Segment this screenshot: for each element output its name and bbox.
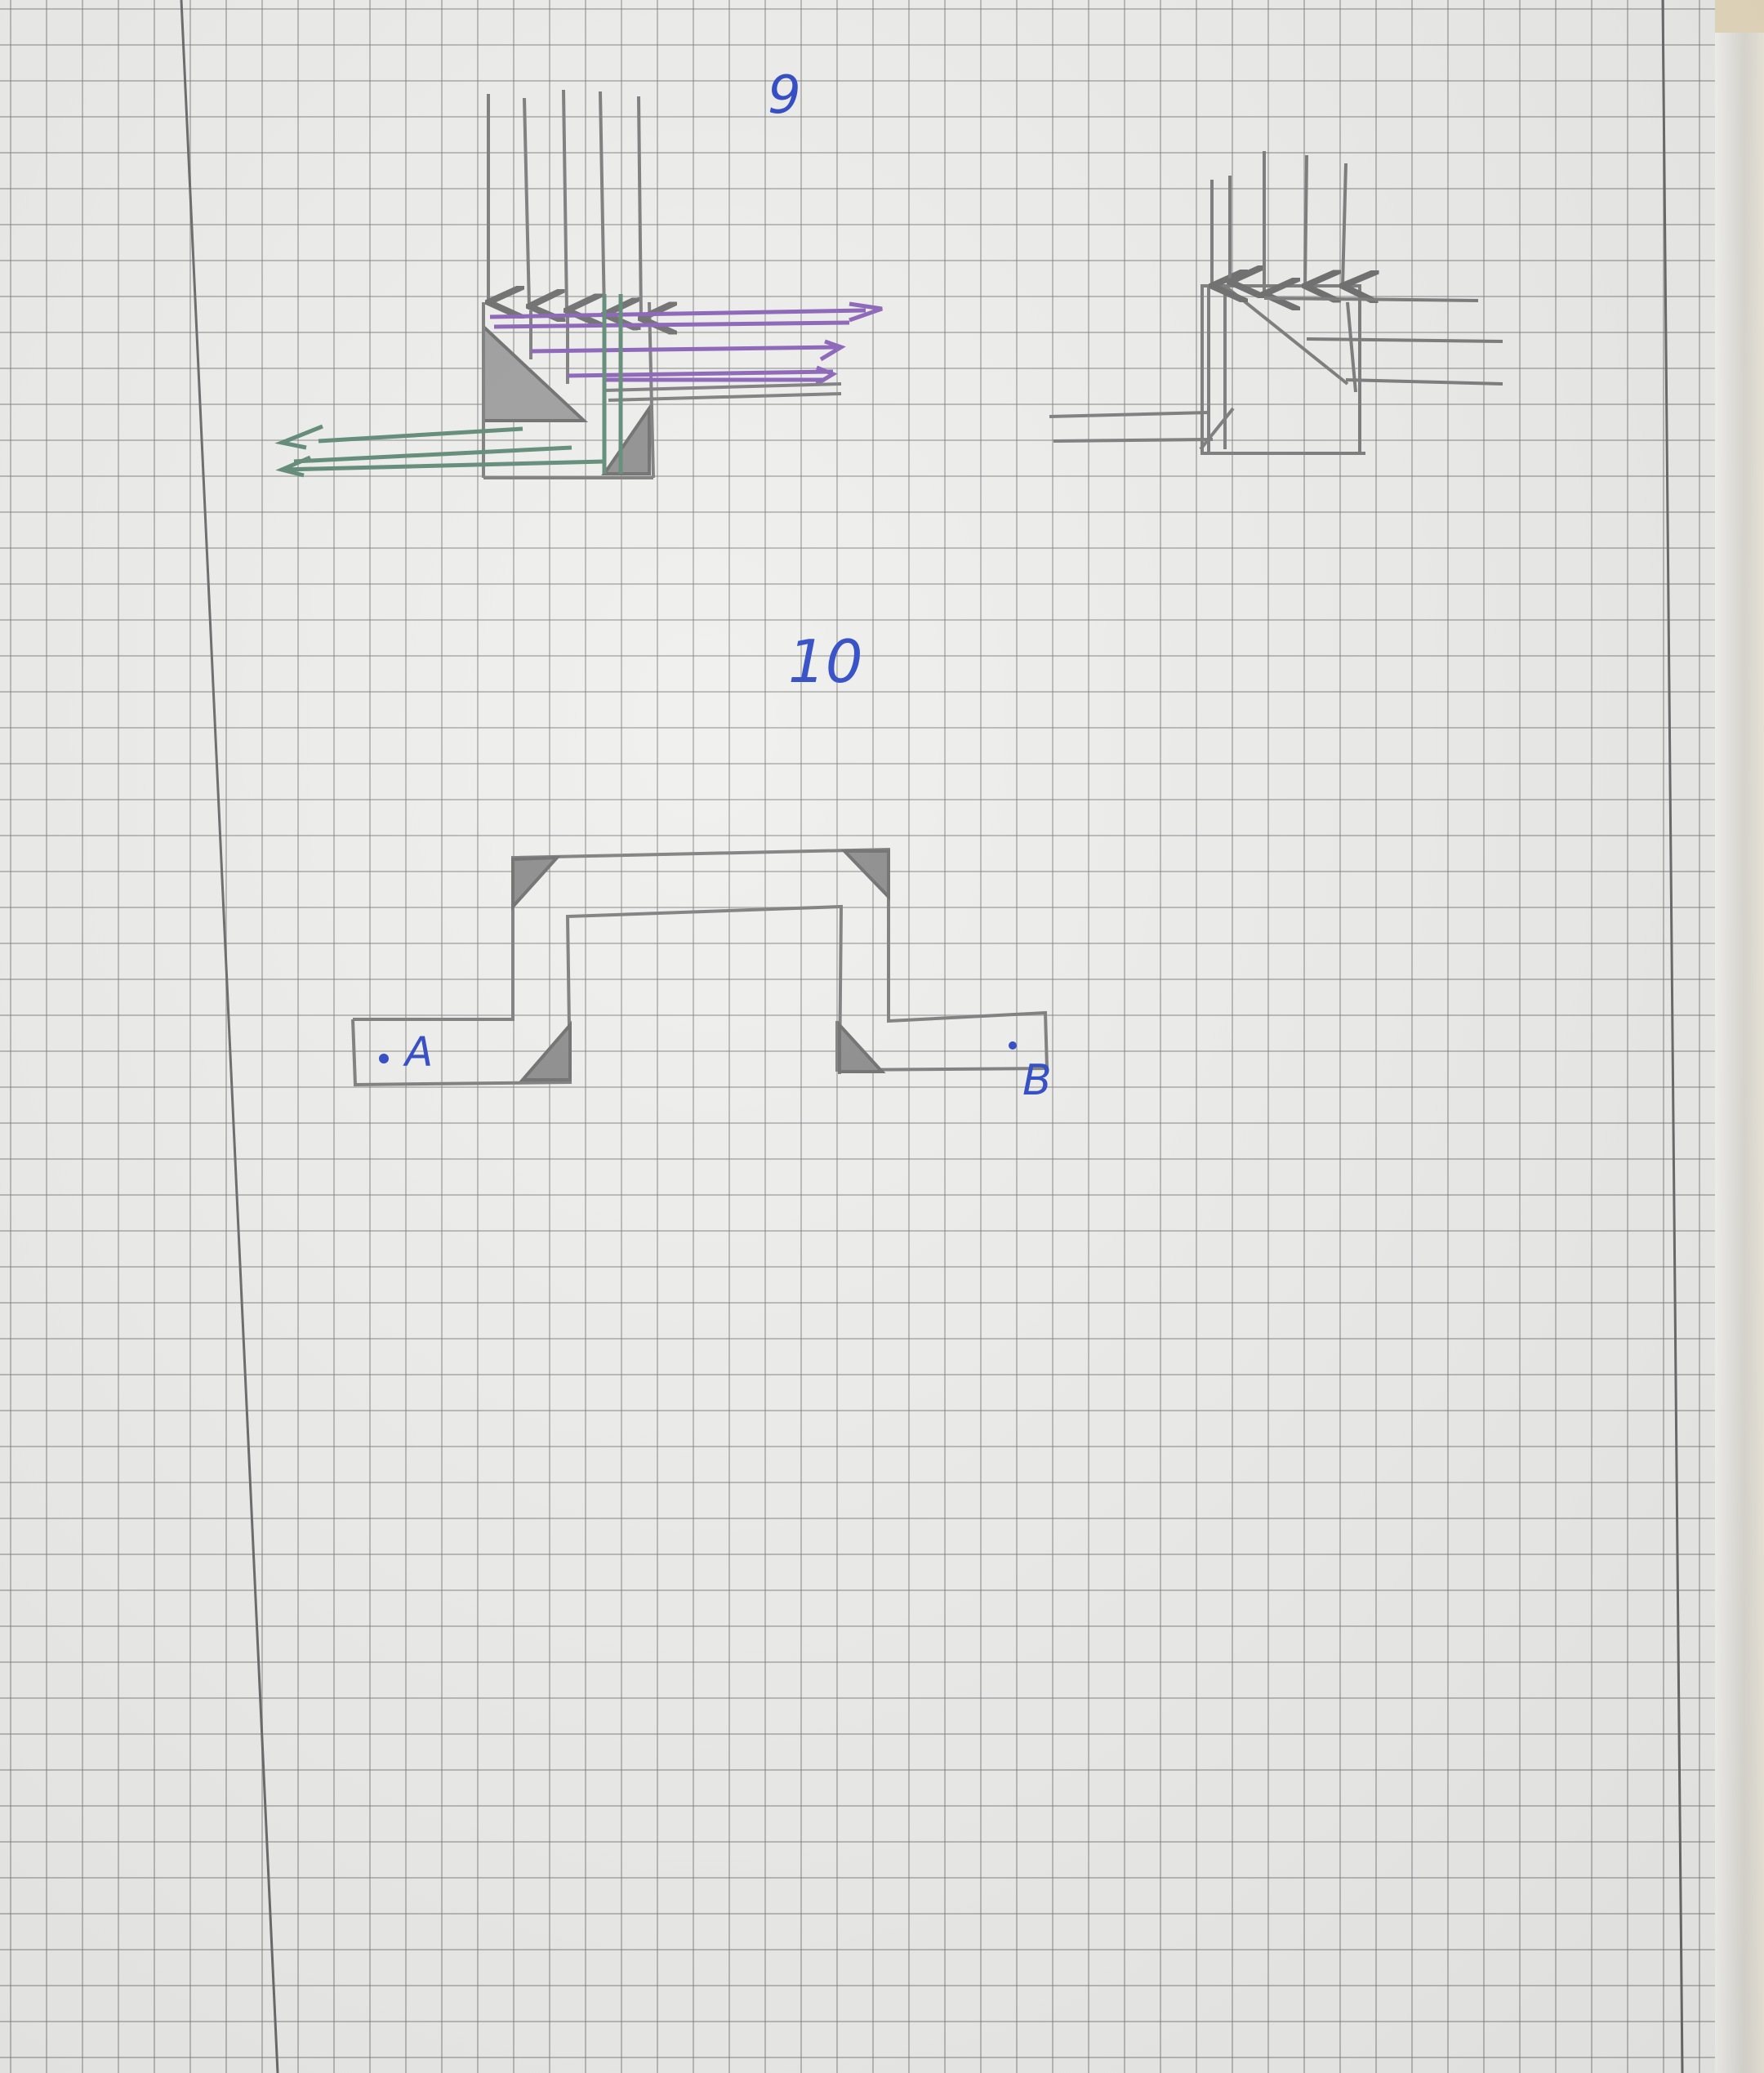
mirror-top-left [511,855,561,912]
diagram-9-left [482,89,653,479]
mirror-triangle-lower [601,403,651,475]
ray-down-4 [599,91,604,314]
point-b-label: B [1022,1056,1052,1105]
path-outer [353,847,1049,1072]
margin-line-right [1661,0,1684,2073]
exercise-9-label: 9 [768,65,801,126]
mirror-top-right [840,849,890,901]
ray-down-5 [637,96,641,319]
ray-down-3 [562,89,567,310]
purple-reflected-rays [489,301,883,386]
margin-line-left [180,0,279,2073]
path-inner [351,904,844,1087]
notebook-cover-strip [1715,0,1764,33]
point-b-dot [1009,1041,1017,1050]
point-a-dot [379,1054,389,1063]
point-a-label: A [403,1028,433,1076]
mirror-bottom-right [838,1020,886,1073]
exercise-10-label: 10 [788,627,863,696]
mirror-bottom-left [519,1020,572,1081]
graph-paper-page [0,0,1723,2073]
green-reflected-rays [274,294,623,478]
ray-down-2 [523,97,529,306]
notebook-page-edge [1715,0,1764,2073]
diagram-9-right [1049,151,1503,455]
gray-horizontal-rays [604,382,842,402]
diagram-10 [351,847,1049,1087]
